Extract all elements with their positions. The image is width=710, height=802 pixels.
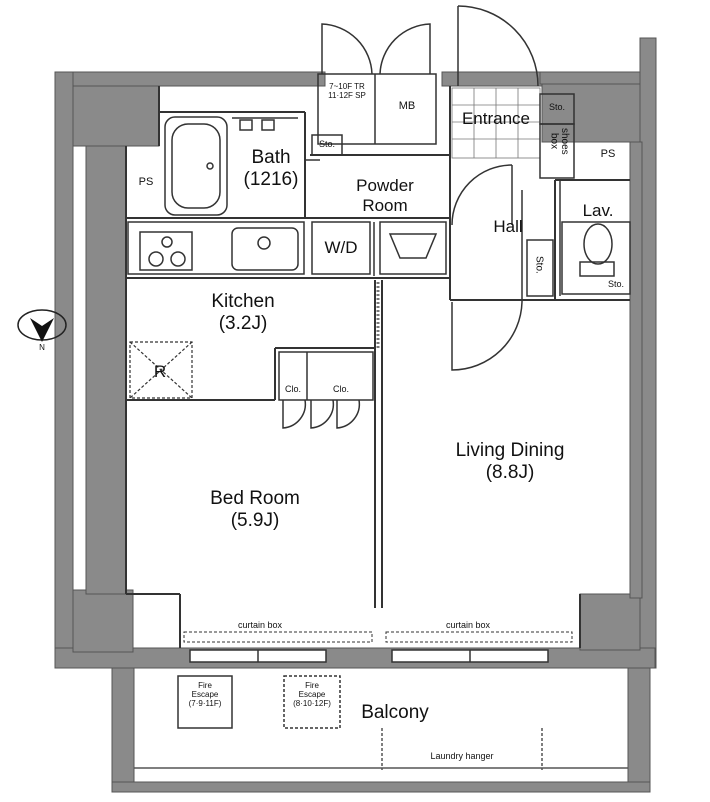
- windows: [189, 649, 549, 663]
- kitchen-counter: [127, 221, 305, 275]
- mb-label: MB: [398, 100, 416, 112]
- fire-escape-hatch-2: [283, 675, 341, 729]
- refrigerator: [129, 341, 193, 399]
- fire-escape-2-label: Fire Escape (8·10·12F): [293, 681, 331, 709]
- living-dining-size: (8.8J): [485, 461, 535, 483]
- sto-bath-label: Sto.: [318, 139, 335, 149]
- ps-right-label: PS: [600, 148, 616, 160]
- bath-size: (1216): [243, 168, 299, 190]
- powder-room-label: Powder Room: [356, 176, 414, 215]
- outer-walls: [54, 37, 657, 793]
- kitchen-size: (3.2J): [218, 312, 268, 334]
- shoe-storage: [539, 93, 575, 179]
- compass-north-label: N: [39, 343, 45, 352]
- shoes-box-label: shoes box: [548, 128, 571, 155]
- hall-doors: [451, 164, 554, 371]
- living-dining-label: Living Dining (8.8J): [425, 440, 595, 484]
- kitchen-label: Kitchen (3.2J): [188, 291, 298, 335]
- bath-label: Bath (1216): [226, 147, 316, 191]
- mb-closet: [317, 23, 437, 145]
- sto-lav-label: Sto.: [607, 279, 624, 289]
- hall-label: Hall: [493, 217, 523, 236]
- fire-escape-1-label: Fire Escape (7·9·11F): [188, 681, 222, 709]
- closets: [278, 351, 374, 429]
- entrance-label: Entrance: [461, 109, 531, 128]
- fridge-label: R: [153, 362, 167, 381]
- curtain-boxes: [183, 631, 573, 643]
- bathtub: [164, 116, 320, 216]
- powder-room-fixtures: [311, 221, 447, 276]
- compass-icon: [17, 309, 67, 342]
- bed-room-name: Bed Room: [210, 488, 300, 509]
- fire-escape-hatch-1: [177, 675, 233, 729]
- living-dining-name: Living Dining: [455, 440, 565, 461]
- interior-walls: [125, 86, 630, 648]
- entrance-door: [457, 5, 539, 87]
- bed-room-size: (5.9J): [230, 509, 280, 531]
- washer-label: W/D: [324, 238, 358, 257]
- ps-left-label: PS: [138, 176, 154, 188]
- laundry-hanger-marks: [381, 728, 543, 770]
- floor-note-label: 7~10F TR 11·12F SP: [328, 82, 366, 101]
- sto-hall-label: Sto.: [533, 256, 545, 274]
- laundry-hanger-label: Laundry hanger: [430, 751, 494, 761]
- curtain-box-right-label: curtain box: [445, 620, 491, 630]
- balcony-label: Balcony: [361, 702, 429, 723]
- sto-bath-box: [311, 134, 343, 156]
- bed-room-label: Bed Room (5.9J): [190, 488, 320, 532]
- closet-1-label: Clo.: [284, 384, 301, 394]
- sto-entrance-label: Sto.: [548, 102, 565, 112]
- bath-name: Bath: [251, 147, 291, 168]
- kitchen-name: Kitchen: [211, 291, 275, 312]
- closet-2-label: Clo.: [332, 384, 349, 394]
- lavatory-fixtures: [559, 180, 631, 296]
- lav-label: Lav.: [582, 201, 614, 220]
- curtain-box-left-label: curtain box: [237, 620, 283, 630]
